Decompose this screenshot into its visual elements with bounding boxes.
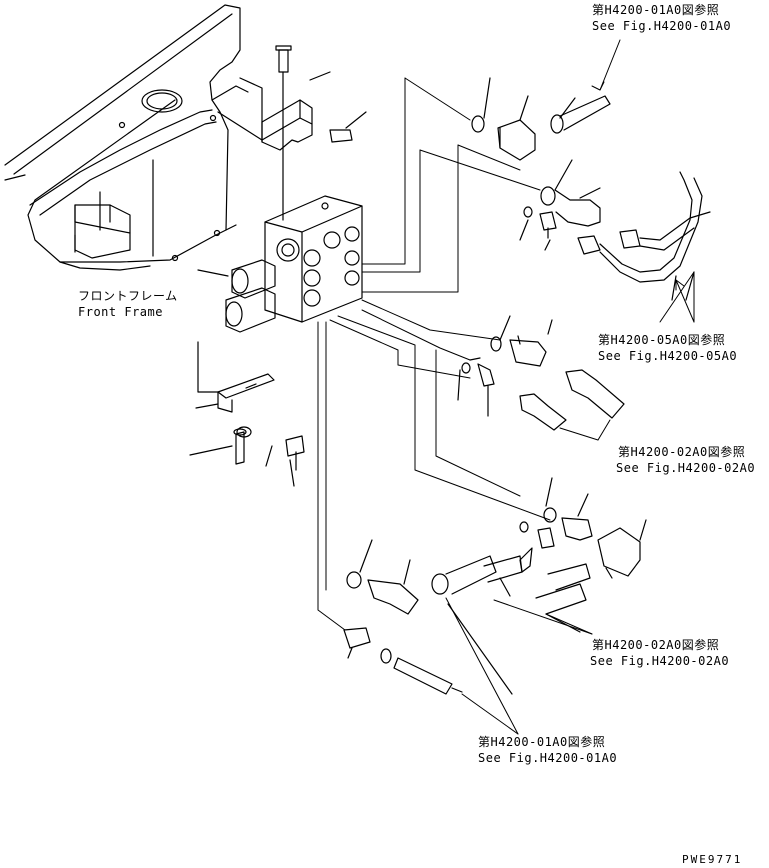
fittings-middle <box>457 315 625 431</box>
upper-bracket <box>217 45 367 221</box>
front-frame-label-jp: フロントフレーム <box>78 289 178 303</box>
callout-fig-05a0-en: See Fig.H4200-05A0 <box>598 349 738 363</box>
hose-pair-05a0 <box>577 171 711 301</box>
lower-bracket <box>189 341 305 487</box>
front-frame-label-en: Front Frame <box>78 305 163 319</box>
fittings-lower-right <box>483 477 647 633</box>
callout-fig-02a0-mid-en: See Fig.H4200-02A0 <box>616 461 756 475</box>
callout-fig-02a0-low-jp: 第H4200-02A0図参照 <box>592 638 720 652</box>
callout-fig-01a0-top-en: See Fig.H4200-01A0 <box>592 19 732 33</box>
control-valve <box>197 195 363 333</box>
fittings-bottom <box>343 539 513 695</box>
fittings-top <box>471 77 611 251</box>
callout-fig-02a0-mid-jp: 第H4200-02A0図参照 <box>618 445 746 459</box>
callout-fig-01a0-bottom-en: See Fig.H4200-01A0 <box>478 751 618 765</box>
leader-lines <box>445 39 695 735</box>
front-frame <box>4 4 249 271</box>
drawing-id: PWE9771 <box>682 853 743 866</box>
callout-fig-05a0-jp: 第H4200-05A0図参照 <box>598 333 726 347</box>
callout-fig-01a0-top-jp: 第H4200-01A0図参照 <box>592 3 720 17</box>
routing-lines <box>317 77 551 631</box>
callout-fig-02a0-low-en: See Fig.H4200-02A0 <box>590 654 730 668</box>
callout-fig-01a0-bottom-jp: 第H4200-01A0図参照 <box>478 735 606 749</box>
